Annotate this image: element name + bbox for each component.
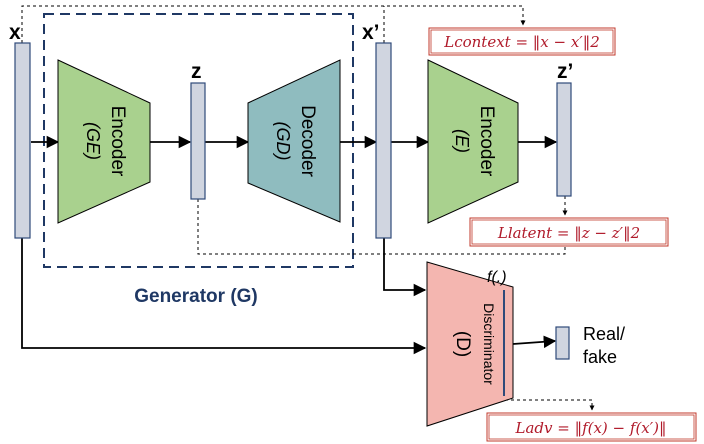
generator-label: Generator (G) (134, 286, 258, 307)
decoder-gd-sub: (GD) (273, 122, 293, 161)
adv-loss-box (486, 412, 697, 442)
latent-loss-formula: Llatent = ‖z − z′‖2 (497, 224, 640, 242)
encoder-e-sub: (E) (452, 129, 472, 153)
label-zprime: z’ (557, 60, 573, 83)
decoder-gd-block (247, 59, 341, 223)
vector-zprime (556, 82, 572, 197)
label-z: z (191, 60, 202, 83)
label-xprime: x’ (362, 21, 380, 44)
encoder-ge-block (57, 59, 151, 224)
adv-loss-dotted-line (505, 375, 595, 411)
encoder-ge-sub: (GE) (83, 122, 103, 160)
label-f: f(.) (487, 269, 507, 286)
decoder-gd-title: Decoder (297, 105, 318, 177)
arrow-x-to-discriminator (21, 238, 427, 355)
discriminator-sub: (D) (452, 331, 473, 357)
output-label-line2: fake (583, 347, 617, 367)
arrow-xprime-to-discriminator (383, 238, 427, 297)
vector-x (14, 42, 31, 239)
discriminator-title: Discriminator (481, 303, 497, 385)
discriminator-block (426, 261, 514, 427)
vector-z (190, 82, 206, 200)
context-loss-dotted-line (21, 5, 526, 43)
vector-output (555, 326, 570, 360)
encoder-ge-title: Encoder (107, 106, 128, 177)
output-label-line1: Real/ (583, 324, 625, 344)
context-loss-box-inner (430, 29, 614, 54)
encoder-e-block (427, 59, 519, 224)
adv-loss-formula: Ladv = ‖f(x) − f(x′)‖ (514, 419, 666, 437)
adv-loss-box-inner (488, 414, 695, 440)
context-loss-formula: Lcontext = ‖x − x′‖2 (443, 33, 600, 51)
label-x: x (9, 21, 21, 44)
vector-xprime (375, 42, 392, 239)
arrow-discriminator-to-output (512, 335, 557, 349)
latent-loss-box (469, 217, 669, 247)
latent-loss-box-inner (471, 219, 667, 245)
encoder-e-title: Encoder (476, 106, 497, 177)
context-loss-box (428, 27, 616, 56)
generator-box (43, 13, 354, 268)
